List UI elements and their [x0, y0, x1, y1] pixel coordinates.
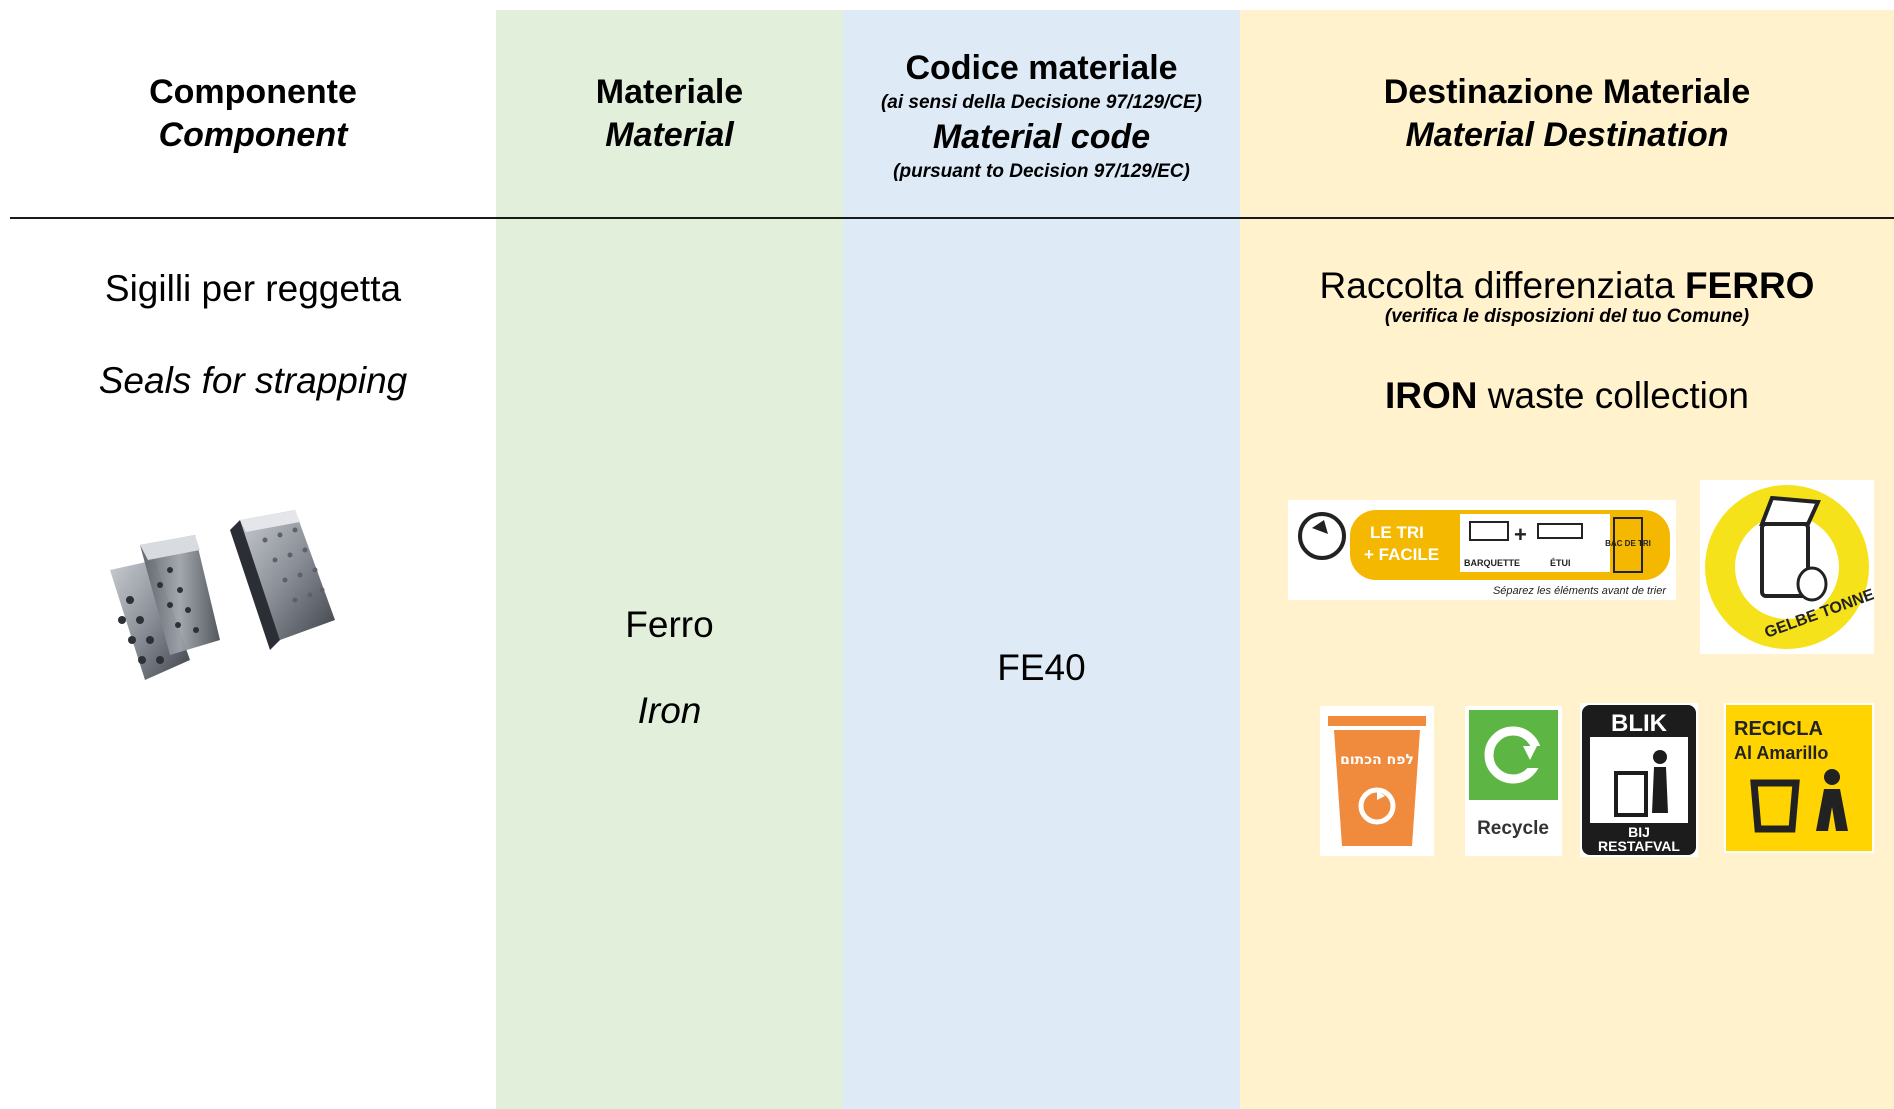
header-material-it: Materiale: [595, 73, 744, 111]
triman-footer: Séparez les éléments avant de trier: [1493, 585, 1667, 597]
code-column-bg: [843, 10, 1240, 1109]
destination-note-it: (verifica le disposizioni del tuo Comune…: [1384, 306, 1750, 327]
destination-it-bold: FERRO: [1684, 265, 1815, 306]
component-name-it: Sigilli per reggetta: [104, 268, 402, 309]
header-code-note-en: (pursuant to Decision 97/129/EC): [893, 161, 1190, 182]
destination-it: Raccolta differenziata FERRO: [1240, 263, 1894, 308]
destination-en: IRON waste collection: [1240, 373, 1894, 418]
recycle-logo: Recycle: [1465, 706, 1562, 856]
header-dest-en: Material Destination: [1405, 116, 1729, 154]
destination-en-suffix: waste collection: [1477, 375, 1749, 416]
israel-text: לפח הכתום: [1340, 752, 1414, 768]
header-destination: Destinazione Materiale Material Destinat…: [1240, 71, 1894, 157]
header-code-note-it: (ai sensi della Decisione 97/129/CE): [880, 92, 1203, 113]
recycle-text: Recycle: [1477, 818, 1549, 839]
recicla-line1: RECICLA: [1734, 718, 1823, 740]
header-code: Codice materiale (ai sensi della Decisio…: [843, 47, 1240, 185]
destination-it-prefix: Raccolta differenziata: [1319, 265, 1685, 306]
triman-item1: BARQUETTE: [1464, 558, 1520, 568]
destination-en-bold: IRON: [1385, 375, 1478, 416]
header-code-it: Codice materiale: [905, 49, 1178, 87]
material-code: FE40: [997, 647, 1086, 688]
recicla-line2: Al Amarillo: [1734, 743, 1828, 763]
header-component-it: Componente: [149, 73, 357, 111]
header-dest-it: Destinazione Materiale: [1383, 73, 1751, 111]
blik-logo: BLIK BIJ RESTAFVAL: [1580, 703, 1698, 857]
triman-bin: BAC DE TRI: [1605, 539, 1651, 548]
header-component: Componente Component: [10, 71, 496, 157]
component-name-en: Seals for strapping: [98, 360, 408, 401]
header-divider: [10, 217, 1894, 219]
blik-bottom1: BIJ: [1628, 824, 1650, 840]
orange-bin-logo: לפח הכתום: [1320, 706, 1434, 856]
material-en: Iron: [637, 690, 702, 731]
blik-top: BLIK: [1611, 710, 1668, 737]
triman-line2: + FACILE: [1364, 545, 1439, 564]
gelbe-tonne-logo: GELBE TONNE: [1700, 480, 1877, 654]
header-code-en: Material code: [932, 118, 1151, 156]
svg-text:+: +: [1514, 522, 1527, 547]
triman-item2: ÉTUI: [1550, 558, 1571, 568]
header-component-en: Component: [158, 116, 348, 154]
strapping-seals-image: [100, 510, 345, 685]
header-material-en: Material: [605, 116, 734, 154]
header-material: Materiale Material: [496, 71, 843, 157]
blik-bottom2: RESTAFVAL: [1598, 838, 1680, 854]
material-it: Ferro: [625, 604, 714, 645]
triman-line1: LE TRI: [1370, 523, 1424, 542]
triman-logo: LE TRI + FACILE + BARQUETTE ÉTUI BAC DE …: [1288, 500, 1676, 600]
recicla-logo: RECICLA Al Amarillo: [1724, 703, 1874, 853]
material-column-bg: [496, 10, 843, 1109]
